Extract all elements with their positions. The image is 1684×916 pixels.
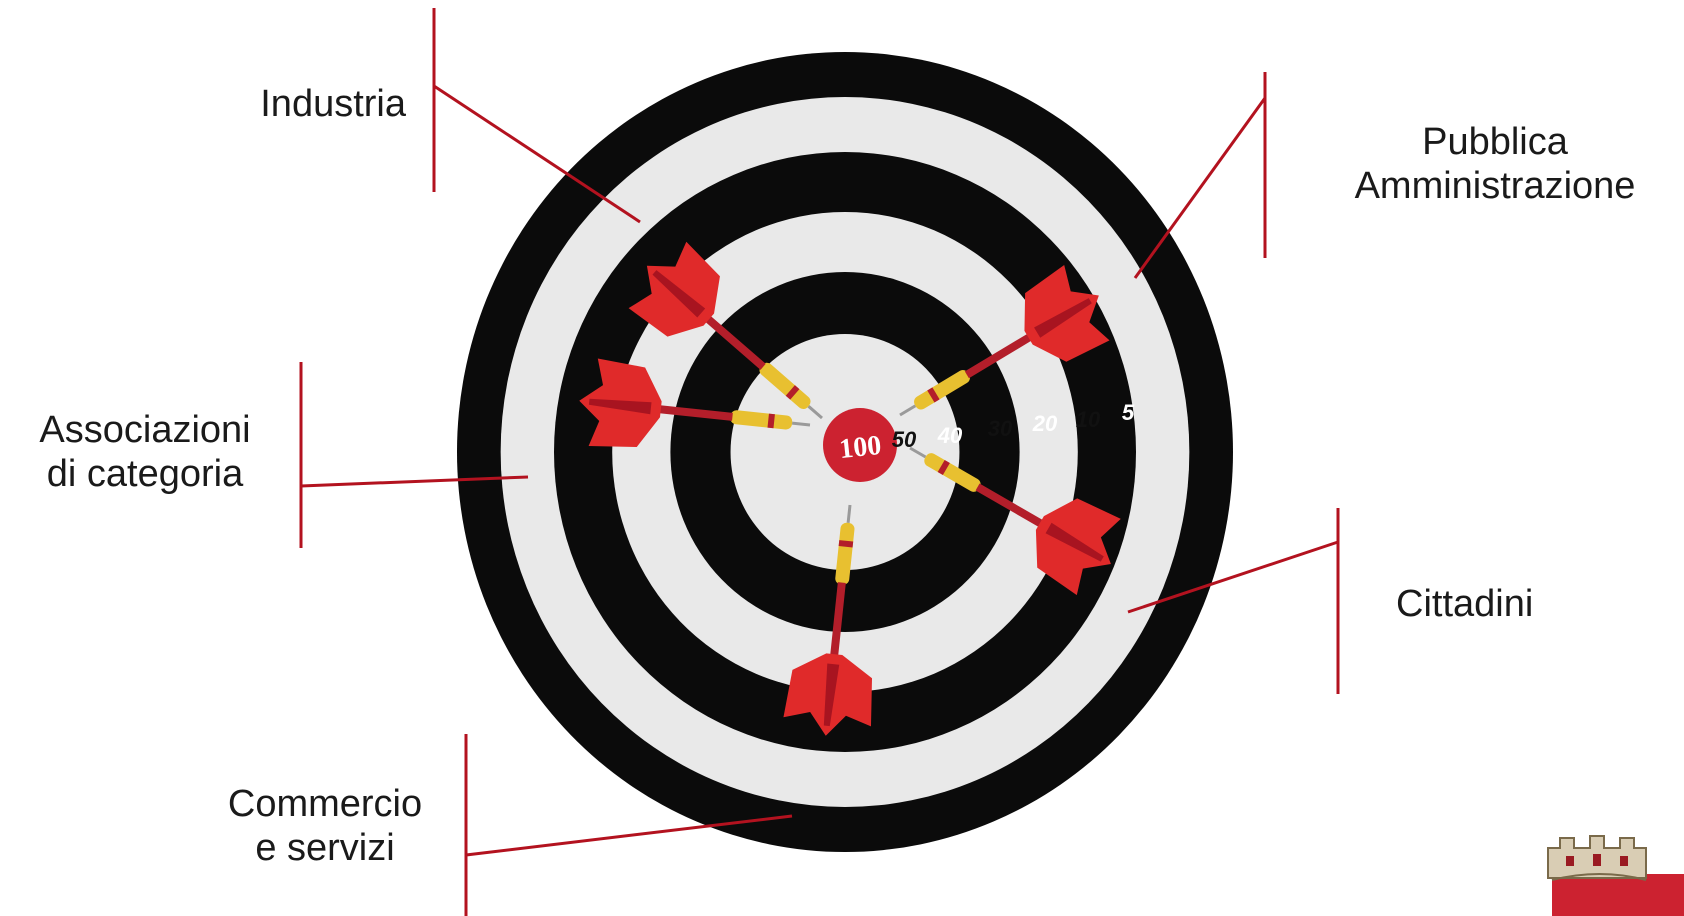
label-industria: Industria xyxy=(200,82,406,126)
label-comm-line2: e servizi xyxy=(196,826,454,870)
label-assoc-line1: Associazioni xyxy=(0,408,290,452)
label-cittadini-text: Cittadini xyxy=(1396,582,1596,626)
score-label-40: 40 xyxy=(937,423,963,448)
score-label-5: 5 xyxy=(1122,400,1135,425)
score-label-20: 20 xyxy=(1032,411,1058,436)
label-comm-line1: Commercio xyxy=(196,782,454,826)
score-label-10: 10 xyxy=(1076,407,1101,432)
label-commercio: Commercio e servizi xyxy=(196,782,454,870)
label-cittadini: Cittadini xyxy=(1396,582,1596,626)
bullseye-label: 100 xyxy=(838,430,883,465)
crest-icon xyxy=(1548,836,1684,916)
score-label-30: 30 xyxy=(988,416,1013,441)
label-associazioni: Associazioni di categoria xyxy=(0,408,290,496)
label-pa-line1: Pubblica xyxy=(1300,120,1684,164)
dartboard: 100 50 40 30 20 10 5 xyxy=(457,52,1233,852)
label-assoc-line2: di categoria xyxy=(0,452,290,496)
label-pa-line2: Amministrazione xyxy=(1300,164,1684,208)
label-industria-text: Industria xyxy=(200,82,406,126)
label-pubblica-amministrazione: Pubblica Amministrazione xyxy=(1300,120,1684,208)
